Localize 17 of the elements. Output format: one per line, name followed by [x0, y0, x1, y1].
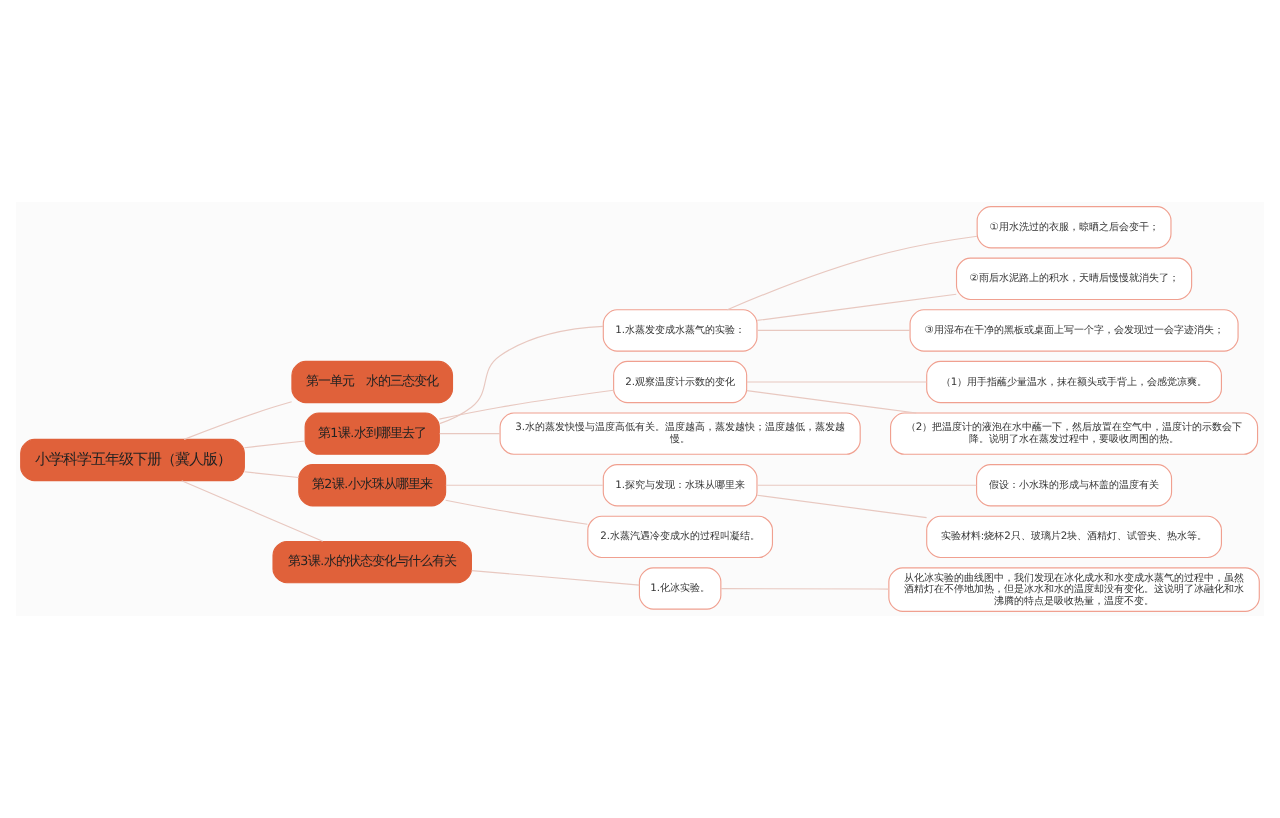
connector	[746, 390, 917, 414]
connector	[243, 471, 300, 479]
connector	[720, 588, 890, 590]
connector	[445, 499, 588, 525]
connector	[471, 570, 640, 586]
connector	[438, 389, 614, 420]
connector	[756, 484, 977, 486]
connector	[439, 433, 501, 435]
connector	[756, 293, 957, 321]
connector	[243, 440, 306, 449]
connector	[439, 325, 604, 425]
connector	[181, 480, 324, 542]
connector	[756, 494, 928, 519]
connector	[183, 401, 293, 440]
connector	[445, 484, 604, 486]
connector	[726, 235, 978, 311]
connector	[756, 329, 911, 331]
